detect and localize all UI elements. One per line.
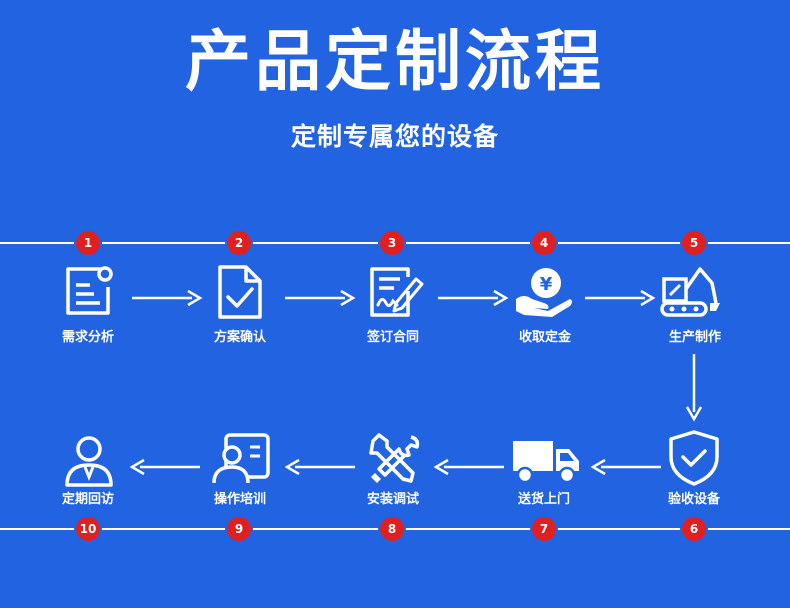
step-9-label: 操作培训 (213, 492, 266, 507)
step-3-label: 签订合同 (366, 330, 419, 345)
step-2-badge: 2 (227, 231, 251, 255)
step-6-label: 验收设备 (667, 492, 720, 507)
arrow-right-1 (132, 289, 203, 307)
page-subtitle: 定制专属您的设备 (290, 122, 499, 151)
step-7-badge: 7 (532, 517, 556, 541)
step-8-label: 安装调试 (366, 492, 419, 507)
step-3-badge: 3 (380, 231, 404, 255)
training-person-icon (212, 433, 270, 484)
step-5-label: 生产制作 (668, 330, 721, 345)
user-icon (65, 436, 113, 487)
step-8-badge: 8 (380, 517, 404, 541)
arrow-left-2 (433, 458, 504, 476)
step-4-label: 收取定金 (518, 330, 571, 345)
step-2-label: 方案确认 (213, 330, 266, 345)
step-1-label: 需求分析 (61, 330, 114, 345)
step-9-badge: 9 (227, 517, 251, 541)
arrow-left-1 (590, 458, 661, 476)
document-icon (66, 266, 113, 315)
yuan-coin-hand-icon: ¥ (516, 268, 572, 317)
step-4-badge: 4 (532, 231, 556, 255)
arrow-down (685, 354, 703, 422)
step-7-label: 送货上门 (517, 492, 570, 507)
checked-document-icon (218, 265, 262, 319)
page-title: 产品定制流程 (185, 23, 605, 100)
shield-check-icon (669, 430, 719, 486)
arrow-right-3 (438, 289, 509, 307)
arrow-right-2 (285, 289, 356, 307)
step-10-badge: 10 (76, 517, 100, 541)
wrench-screwdriver-icon (369, 433, 420, 483)
arrow-left-3 (284, 458, 355, 476)
contract-sign-icon (370, 267, 424, 317)
arrow-right-4 (585, 289, 656, 307)
svg-text:¥: ¥ (540, 274, 553, 295)
step-10-label: 定期回访 (61, 492, 114, 507)
delivery-truck-icon (513, 441, 579, 484)
step-1-badge: 1 (76, 231, 100, 255)
excavator-icon (660, 267, 720, 317)
step-6-badge: 6 (682, 517, 706, 541)
step-5-badge: 5 (682, 231, 706, 255)
arrow-left-4 (129, 458, 200, 476)
